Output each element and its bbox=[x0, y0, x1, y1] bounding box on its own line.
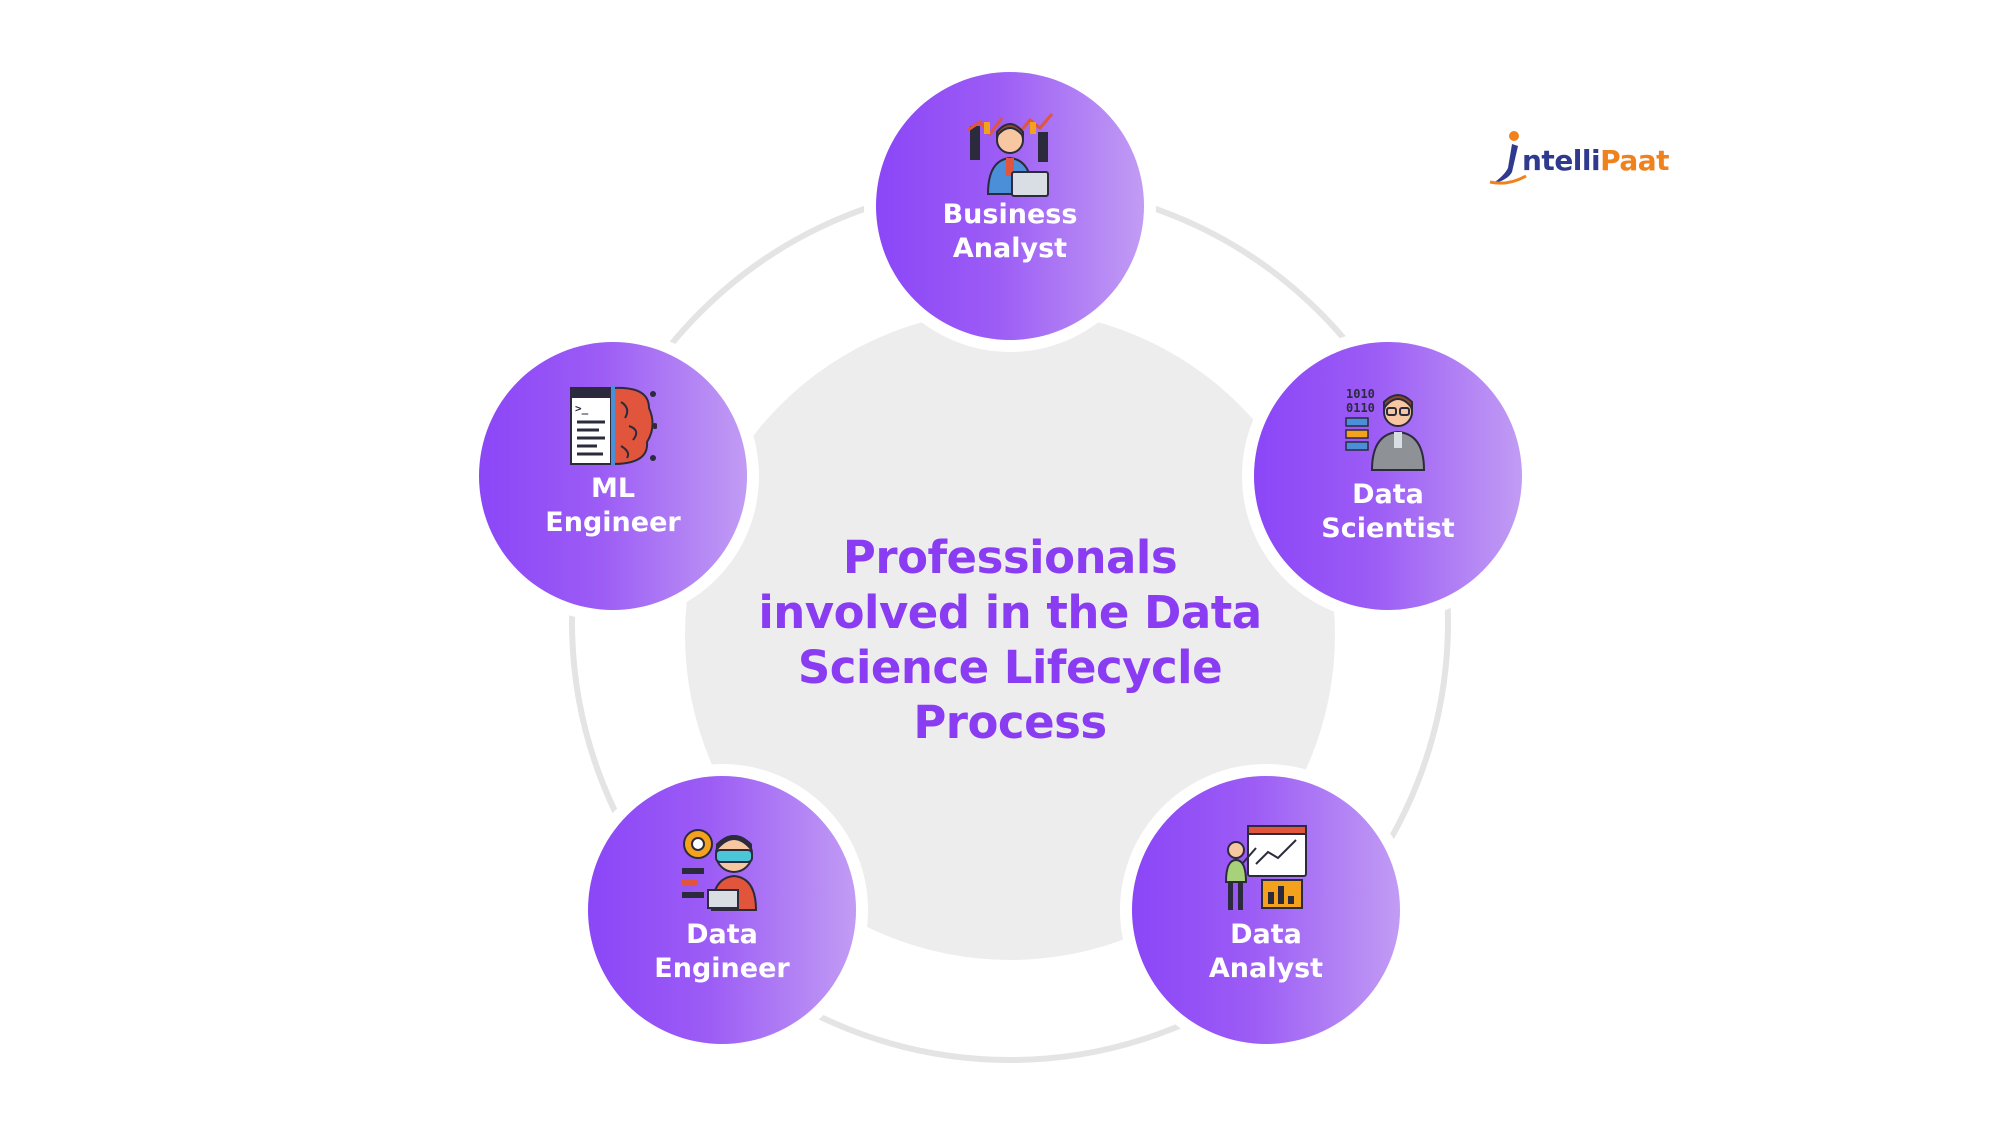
ml-engineer-icon: >_ bbox=[570, 386, 657, 466]
data-engineer-icon bbox=[682, 829, 758, 911]
business-analyst-label: Business Analyst bbox=[942, 199, 1078, 264]
data-scientist-icon: 1010 0110 bbox=[1345, 387, 1426, 471]
intellipaat-logo-mark bbox=[1489, 131, 1527, 185]
data-engineer-node: Data Engineer bbox=[588, 776, 856, 1044]
diagram-title: Professionals involved in the Data Scien… bbox=[758, 531, 1262, 749]
data-analyst-node: Data Analyst bbox=[1132, 776, 1400, 1044]
intellipaat-logo: ntelliPaat bbox=[1488, 128, 1670, 190]
svg-text:0110: 0110 bbox=[1346, 401, 1375, 415]
data-scientist-label: Data Scientist bbox=[1321, 479, 1455, 544]
ml-engineer-node: >_ ML Engineer bbox=[479, 342, 747, 610]
data-scientist-node: 1010 0110 Data Scientist bbox=[1254, 342, 1522, 610]
business-analyst-node: Business Analyst bbox=[876, 72, 1144, 340]
svg-text:>_: >_ bbox=[575, 402, 589, 415]
logo-text-part-a: ntelli bbox=[1522, 144, 1601, 177]
business-analyst-icon bbox=[967, 113, 1054, 197]
logo-text-part-b: Paat bbox=[1600, 144, 1670, 177]
svg-text:1010: 1010 bbox=[1346, 387, 1375, 401]
ml-engineer-label: ML Engineer bbox=[545, 473, 681, 538]
data-engineer-label: Data Engineer bbox=[654, 919, 790, 984]
center-disc bbox=[685, 310, 1335, 960]
data-analyst-label: Data Analyst bbox=[1208, 919, 1324, 984]
intellipaat-logo-text: ntelliPaat bbox=[1522, 144, 1670, 177]
data-analyst-icon bbox=[1224, 825, 1307, 910]
